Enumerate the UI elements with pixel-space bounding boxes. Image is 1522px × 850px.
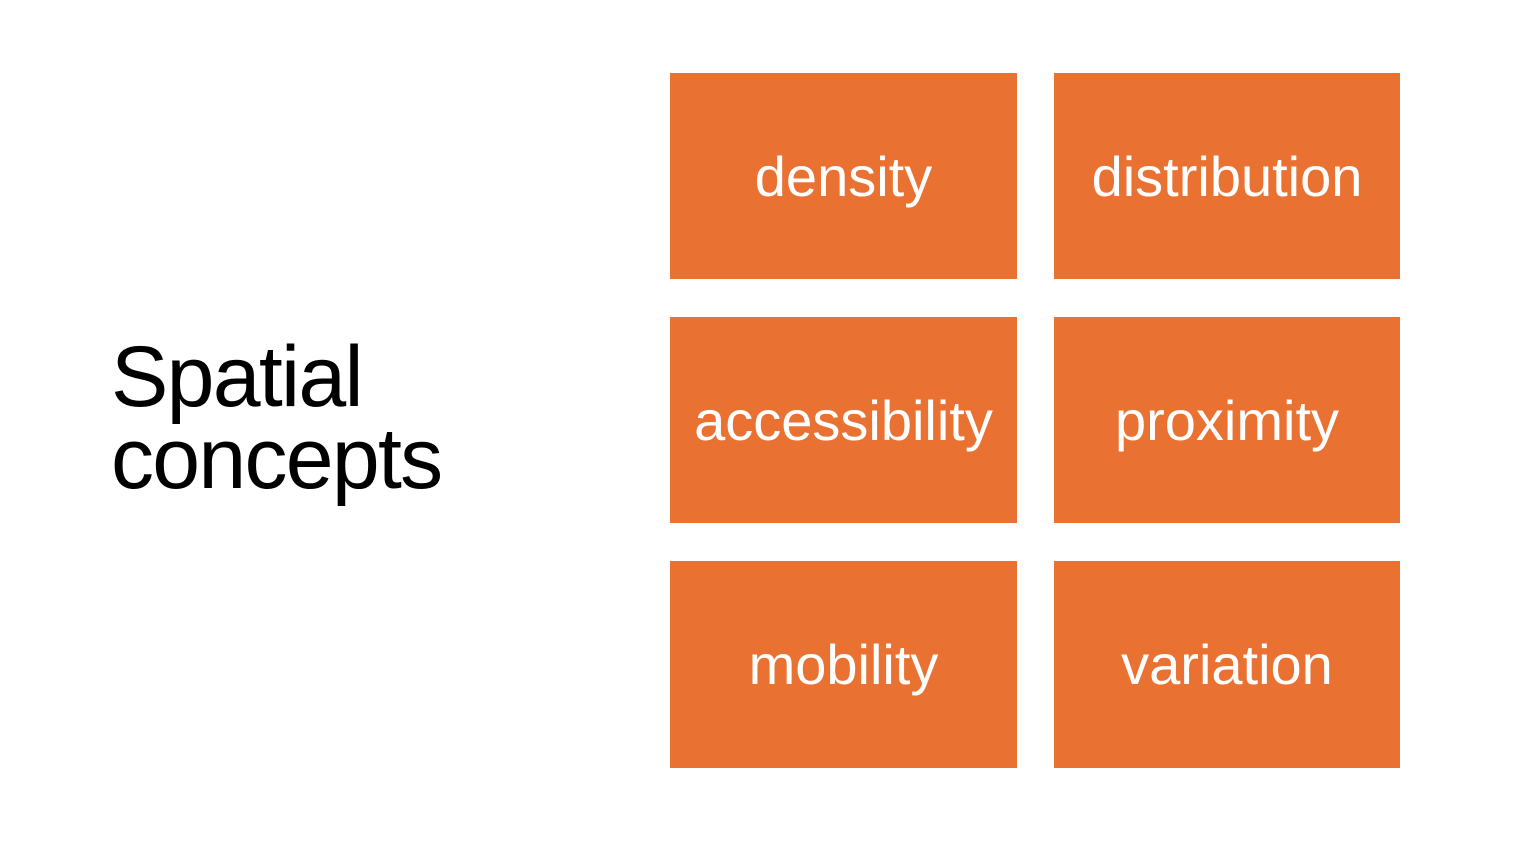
concept-label: variation <box>1121 633 1333 696</box>
concept-label: proximity <box>1114 388 1340 452</box>
concept-box-distribution: distribution <box>1054 73 1400 279</box>
concept-grid: density distribution accessibility proxi… <box>670 73 1400 768</box>
concept-label: mobility <box>748 633 939 696</box>
concept-label: density <box>754 144 933 208</box>
concept-box-variation: variation <box>1054 561 1400 768</box>
concept-box-accessibility: accessibility <box>670 317 1017 523</box>
slide-title: Spatial concepts <box>111 329 443 507</box>
concept-label: accessibility <box>694 388 993 452</box>
concept-box-density: density <box>670 73 1017 279</box>
concept-label: distribution <box>1091 144 1363 208</box>
concept-box-proximity: proximity <box>1054 317 1400 523</box>
concept-box-mobility: mobility <box>670 561 1017 768</box>
